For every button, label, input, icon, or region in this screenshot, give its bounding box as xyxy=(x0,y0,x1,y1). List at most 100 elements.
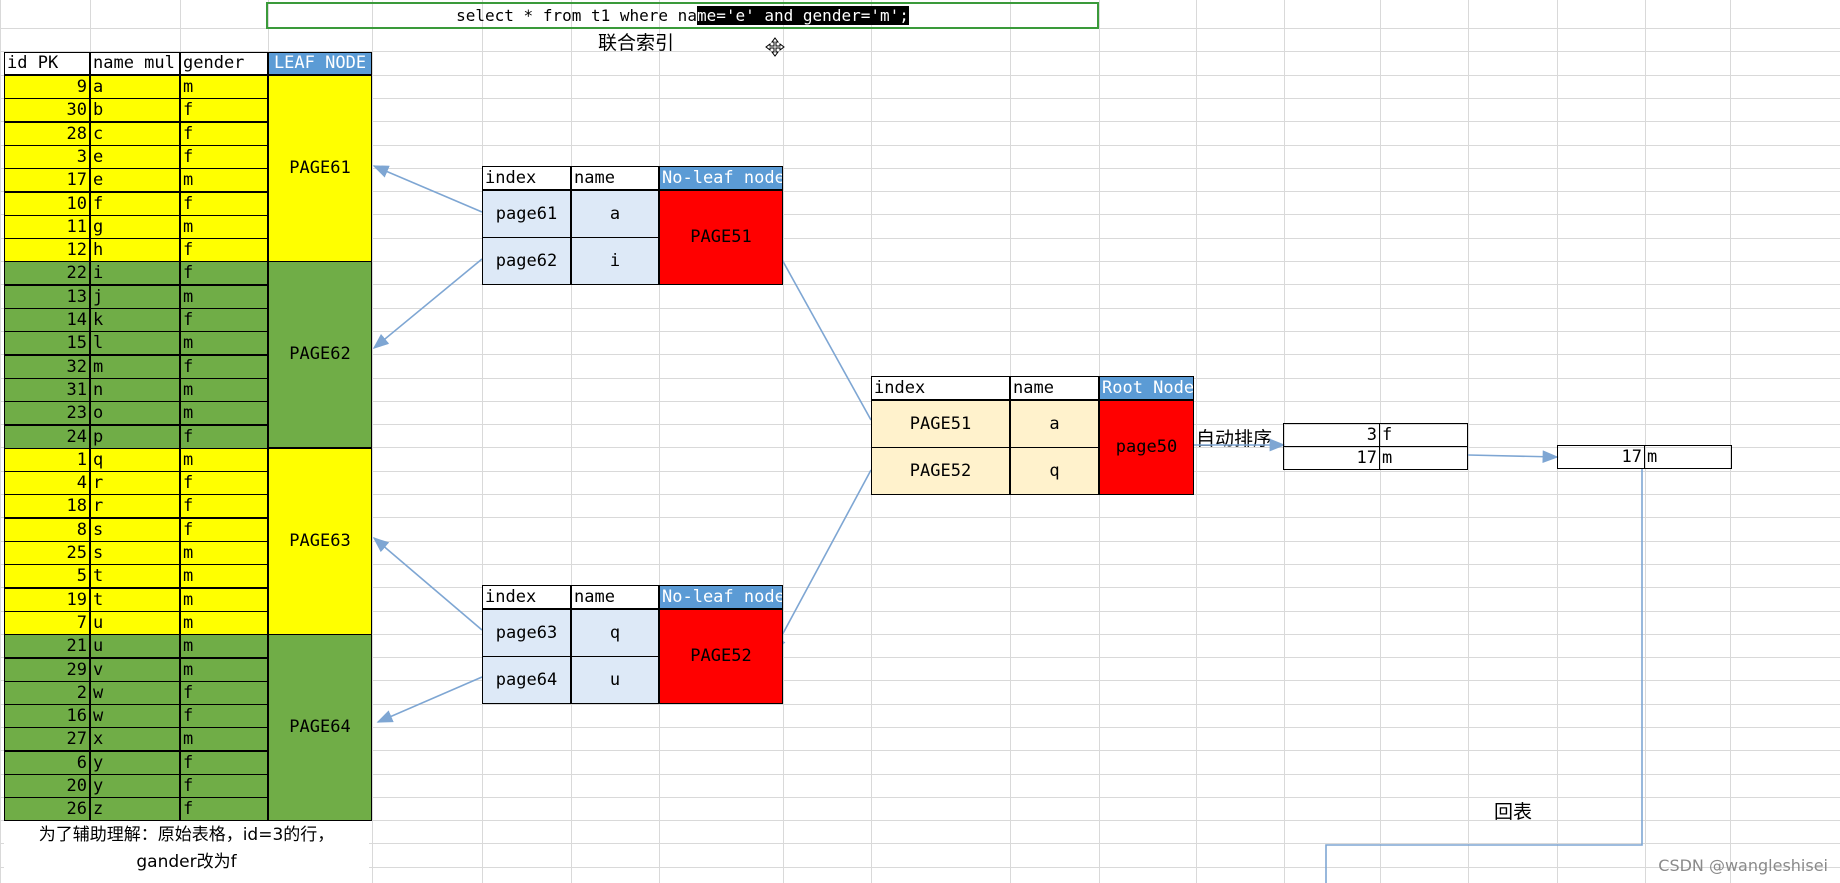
grid-row-line xyxy=(0,261,1840,262)
sorted-id-cell: 17 xyxy=(1283,446,1380,470)
leaf-id-cell: 5 xyxy=(4,564,90,588)
leaf-id-cell: 27 xyxy=(4,727,90,751)
leaf-id-cell: 11 xyxy=(4,215,90,239)
grid-row-line xyxy=(0,168,1840,169)
leaf-gender-cell: f xyxy=(180,261,268,285)
sorted-gender-cell: m xyxy=(1379,446,1468,470)
leaf-gender-cell: f xyxy=(180,518,268,542)
sorted-id-cell: 3 xyxy=(1283,423,1380,447)
leaf-name-cell: e xyxy=(90,168,180,192)
grid-col-line xyxy=(1557,0,1558,883)
leaf-name-cell: t xyxy=(90,564,180,588)
grid-col-line xyxy=(0,0,1,883)
arrow-page64 xyxy=(376,676,483,723)
leaf-id-cell: 8 xyxy=(4,518,90,542)
leaf-id-cell: 32 xyxy=(4,355,90,379)
leaf-page-3: PAGE64 xyxy=(268,634,372,821)
leaf-id-cell: 25 xyxy=(4,541,90,565)
nonleaf-top-name-cell: a xyxy=(571,190,659,238)
grid-row-line xyxy=(0,191,1840,192)
leaf-name-cell: y xyxy=(90,774,180,798)
grid-row-line xyxy=(0,121,1840,122)
leaf-id-cell: 16 xyxy=(4,704,90,728)
root-page-cell: page50 xyxy=(1099,400,1194,495)
leaf-name-cell: r xyxy=(90,471,180,495)
leaf-gender-cell: m xyxy=(180,331,268,355)
leaf-gender-cell: m xyxy=(180,564,268,588)
leaf-name-cell: x xyxy=(90,727,180,751)
leaf-gender-cell: f xyxy=(180,681,268,705)
leaf-gender-cell: m xyxy=(180,285,268,309)
leaf-gender-cell: m xyxy=(180,588,268,612)
grid-row-line xyxy=(0,145,1840,146)
nonleaf-bottom-name-cell: q xyxy=(571,609,659,657)
leaf-name-cell: n xyxy=(90,378,180,402)
leaf-name-cell: s xyxy=(90,541,180,565)
root-name-cell: a xyxy=(1010,400,1099,448)
leaf-id-cell: 24 xyxy=(4,425,90,449)
leaf-name-cell: t xyxy=(90,588,180,612)
grid-row-line xyxy=(0,704,1840,705)
leaf-name-cell: b xyxy=(90,98,180,122)
arrow-page52 xyxy=(772,469,872,654)
grid-row-line xyxy=(0,611,1840,612)
nonleaf-bottom-header-name: name xyxy=(571,585,659,609)
leaf-page-2: PAGE63 xyxy=(268,448,372,635)
leaf-gender-cell: f xyxy=(180,192,268,216)
leaf-name-cell: s xyxy=(90,518,180,542)
leaf-id-cell: 23 xyxy=(4,401,90,425)
nonleaf-bottom-index-cell: page63 xyxy=(482,609,571,657)
leaf-name-cell: w xyxy=(90,681,180,705)
nonleaf-bottom-header-node: No-leaf node xyxy=(659,585,783,609)
arrow-page61 xyxy=(372,165,483,213)
grid-row-line xyxy=(0,354,1840,355)
leaf-gender-cell: m xyxy=(180,727,268,751)
arrow-page62 xyxy=(372,258,483,350)
leaf-gender-cell: m xyxy=(180,634,268,658)
leaf-gender-cell: m xyxy=(180,448,268,472)
leaf-id-cell: 20 xyxy=(4,774,90,798)
leaf-header-0: id PK xyxy=(4,52,90,75)
result-id-cell: 17 xyxy=(1557,445,1645,469)
grid-col-line xyxy=(1645,0,1646,883)
grid-row-line xyxy=(0,98,1840,99)
grid-row-line xyxy=(0,657,1840,658)
grid-col-line xyxy=(1468,0,1469,883)
sql-query-selected: me='e' and gender='m'; xyxy=(696,6,909,25)
leaf-id-cell: 26 xyxy=(4,797,90,821)
nonleaf-top-header-node: No-leaf node xyxy=(659,166,783,190)
grid-row-line xyxy=(0,331,1840,332)
nonleaf-bottom-page-cell: PAGE52 xyxy=(659,609,783,704)
leaf-name-cell: c xyxy=(90,122,180,146)
leaf-id-cell: 30 xyxy=(4,98,90,122)
leaf-name-cell: p xyxy=(90,425,180,449)
leaf-id-cell: 21 xyxy=(4,634,90,658)
back-to-table-label: 回表 xyxy=(1494,801,1533,823)
leaf-header-1: name mul xyxy=(90,52,180,75)
root-index-cell: PAGE52 xyxy=(871,447,1010,495)
watermark: CSDN @wangleshisei xyxy=(1658,856,1828,875)
leaf-name-cell: f xyxy=(90,192,180,216)
leaf-id-cell: 29 xyxy=(4,658,90,682)
leaf-id-cell: 2 xyxy=(4,681,90,705)
grid-row-line xyxy=(0,843,1840,844)
grid-row-line xyxy=(0,820,1840,821)
grid-col-line xyxy=(1730,0,1731,883)
root-index-cell: PAGE51 xyxy=(871,400,1010,448)
arrow-page63 xyxy=(372,536,483,631)
leaf-name-cell: k xyxy=(90,308,180,332)
leaf-id-cell: 1 xyxy=(4,448,90,472)
grid-row-line xyxy=(0,214,1840,215)
auto-sort-label: 自动排序 xyxy=(1196,428,1273,450)
leaf-name-cell: z xyxy=(90,797,180,821)
leaf-id-cell: 10 xyxy=(4,192,90,216)
grid-row-line xyxy=(0,750,1840,751)
grid-row-line xyxy=(0,867,1840,868)
leaf-id-cell: 9 xyxy=(4,75,90,99)
grid-row-line xyxy=(0,541,1840,542)
nonleaf-top-header-name: name xyxy=(571,166,659,190)
grid-col-line xyxy=(372,0,373,883)
grid-row-line xyxy=(0,517,1840,518)
leaf-name-cell: a xyxy=(90,75,180,99)
